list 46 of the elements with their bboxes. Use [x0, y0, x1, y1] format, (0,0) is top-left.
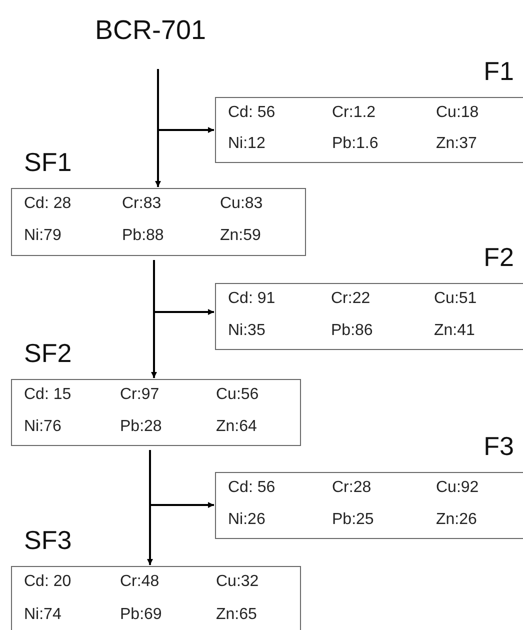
- fraction-label: SF1: [24, 149, 72, 175]
- measurement-text: Pb:69: [120, 605, 163, 625]
- measurement-text: Pb:25: [332, 510, 375, 530]
- measurement-text: Zn:41: [434, 320, 476, 340]
- measurement-text: Cd: 91: [228, 289, 276, 309]
- measurement-text: Cd: 56: [228, 103, 276, 123]
- measurement-text: Ni:35: [228, 320, 266, 340]
- measurement-text: Pb:86: [331, 320, 374, 340]
- measurement-text: Cu:51: [434, 289, 478, 309]
- measurement-text: Cr:83: [122, 194, 162, 214]
- measurement-text: Cu:56: [216, 385, 260, 405]
- measurement-text: Zn:59: [220, 226, 262, 246]
- measurement-text: Cr:1.2: [332, 103, 377, 123]
- measurement-text: Cr:97: [120, 385, 160, 405]
- measurement-text: Zn:26: [436, 510, 478, 530]
- measurement-text: Pb:88: [122, 226, 165, 246]
- measurement-text: Ni:79: [24, 226, 62, 246]
- measurement-text: Cr:22: [331, 289, 372, 309]
- fraction-label: F3: [484, 433, 514, 459]
- measurement-text: Ni:26: [228, 510, 266, 530]
- arrow: [149, 450, 214, 508]
- measurement-text: Ni:76: [24, 416, 62, 436]
- measurement-text: Cr:28: [332, 478, 372, 498]
- arrow: [153, 260, 214, 315]
- measurement-text: Ni:12: [228, 134, 266, 154]
- fraction-label: SF2: [24, 340, 72, 366]
- measurement-text: Cu:92: [436, 478, 480, 498]
- measurement-text: Pb:28: [120, 416, 163, 436]
- measurement-text: Cu:32: [216, 572, 260, 592]
- fraction-label: F1: [484, 58, 514, 84]
- measurement-text: Cd: 20: [24, 572, 72, 592]
- measurement-text: Cd: 56: [228, 478, 276, 498]
- measurement-text: Zn:65: [216, 605, 258, 625]
- measurement-text: Cu:18: [436, 103, 480, 123]
- measurement-text: Zn:37: [436, 134, 478, 154]
- measurement-text: Cd: 15: [24, 385, 72, 405]
- measurement-text: Cr:48: [120, 572, 160, 592]
- measurement-text: Zn:64: [216, 416, 258, 436]
- fraction-label: F2: [484, 244, 514, 270]
- arrow: [157, 69, 214, 133]
- sample-label: BCR-701: [95, 17, 206, 44]
- measurement-text: Cd: 28: [24, 194, 72, 214]
- measurement-text: Cu:83: [220, 194, 264, 214]
- measurement-text: Pb:1.6: [332, 134, 380, 154]
- fraction-label: SF3: [24, 527, 72, 553]
- measurement-text: Ni:74: [24, 605, 62, 625]
